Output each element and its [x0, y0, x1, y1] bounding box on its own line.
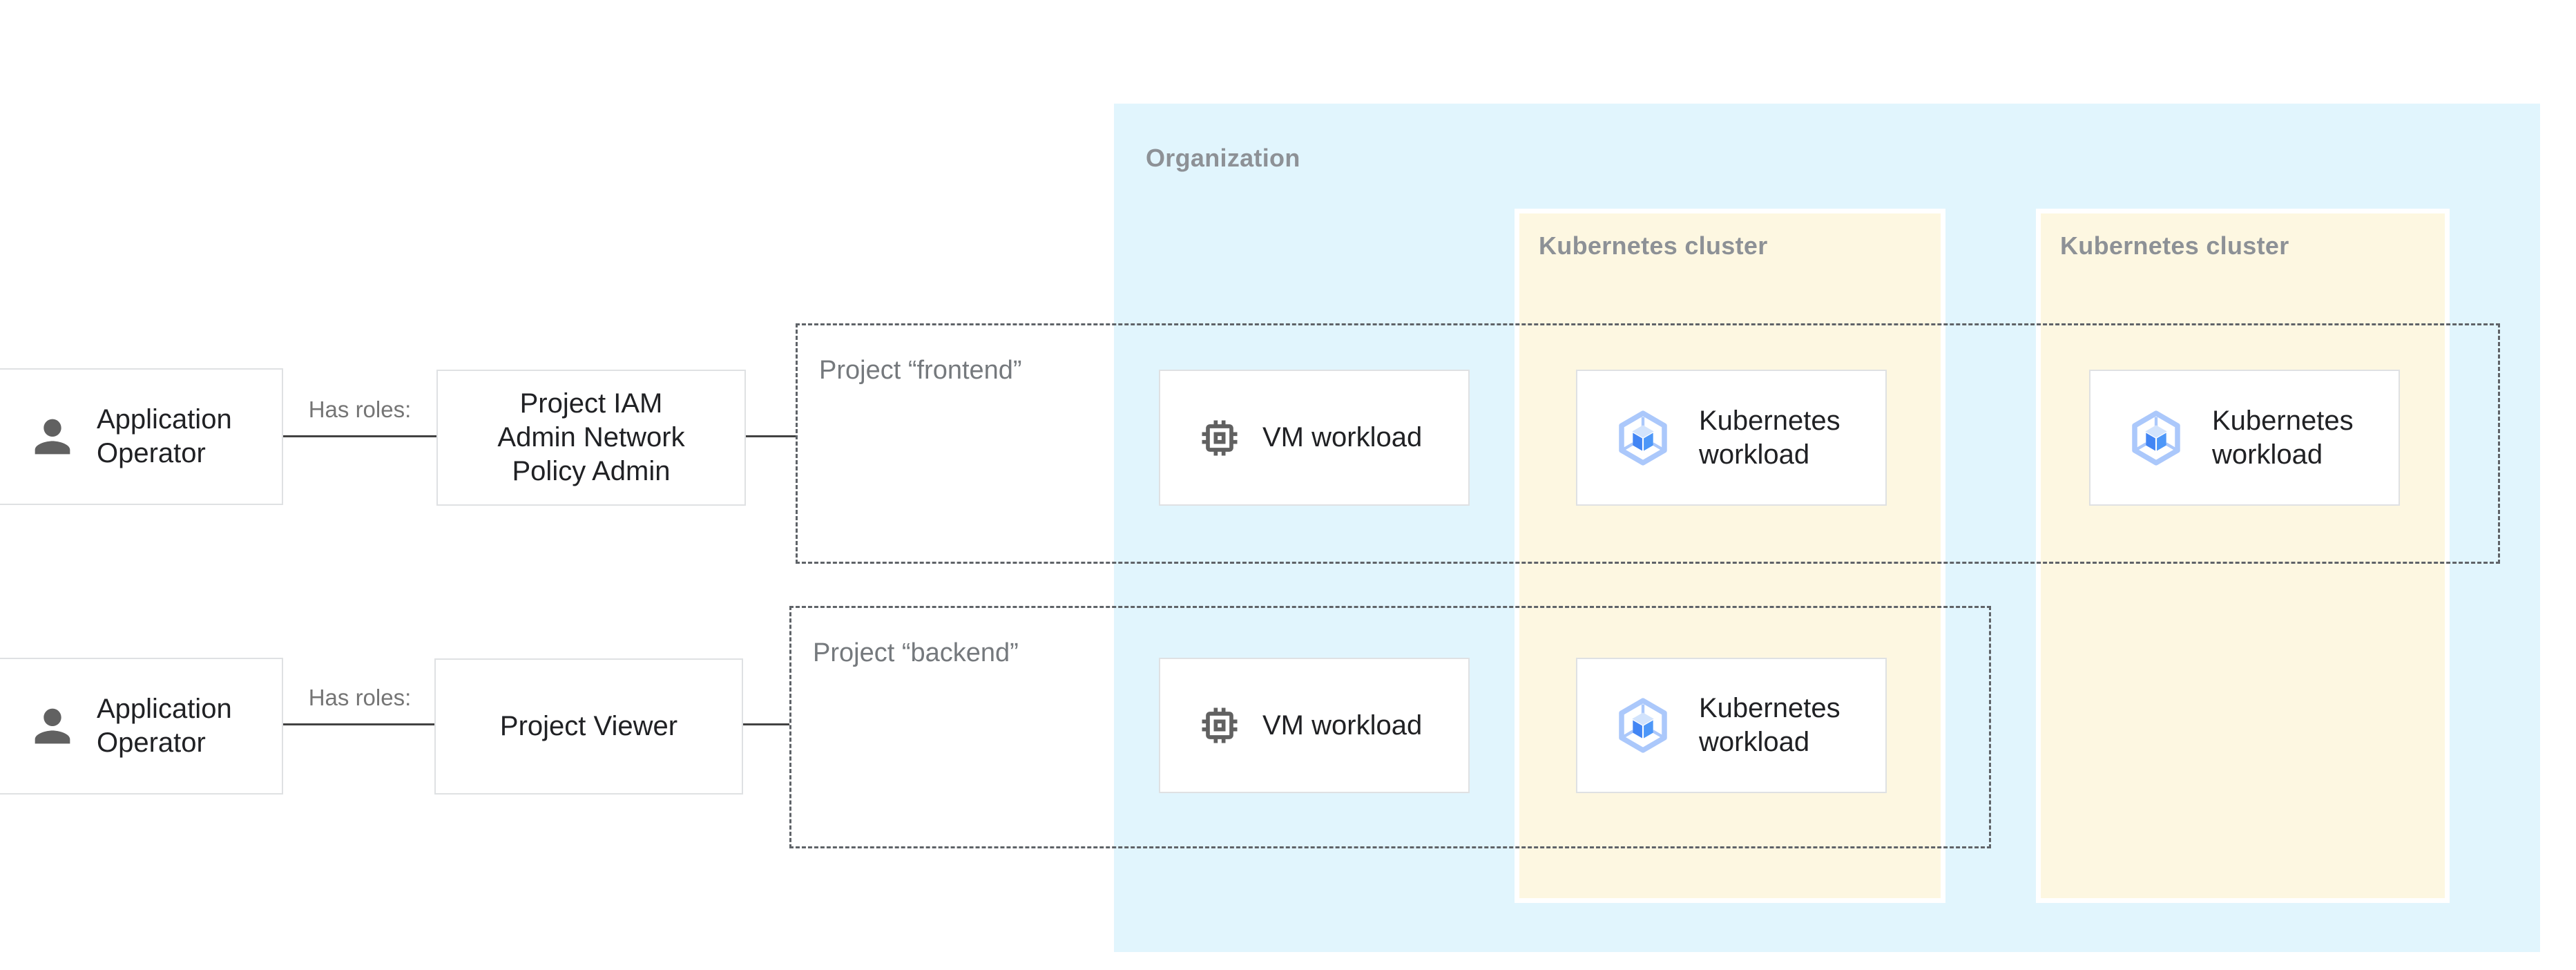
connector-actor2-to-role2	[283, 723, 434, 725]
kubernetes-cluster-2-label: Kubernetes cluster	[2060, 231, 2289, 260]
person-icon	[35, 708, 70, 744]
project-frontend-boundary: Project “frontend”	[796, 323, 2500, 564]
role-box-project-iam-admin: Project IAM Admin Network Policy Admin	[436, 370, 746, 506]
has-roles-label-row1: Has roles:	[308, 397, 412, 422]
vm-workload-box-backend: VM workload	[1159, 658, 1470, 793]
person-icon	[35, 419, 70, 455]
gke-workload-icon	[1619, 410, 1667, 466]
kubernetes-workload-box-frontend-cluster1: Kubernetes workload	[1576, 370, 1887, 506]
kubernetes-cluster-2-zone: Kubernetes cluster	[2036, 209, 2450, 903]
connector-role2-to-project-backend	[743, 723, 789, 725]
project-backend-label: Project “backend”	[813, 638, 1019, 667]
vm-workload-label: VM workload	[1262, 710, 1423, 741]
kubernetes-workload-box-frontend-cluster2: Kubernetes workload	[2089, 370, 2400, 506]
connector-actor1-to-role1	[283, 435, 436, 437]
application-operator-label: Application Operator	[97, 694, 232, 758]
organization-zone-label: Organization	[1146, 144, 1300, 172]
kubernetes-workload-label: Kubernetes workload	[1699, 405, 1840, 470]
kubernetes-workload-label: Kubernetes workload	[1699, 693, 1840, 757]
kubernetes-cluster-1-label: Kubernetes cluster	[1539, 231, 1768, 260]
project-backend-boundary: Project “backend”	[789, 606, 1991, 848]
vm-chip-icon	[1202, 707, 1238, 743]
application-operator-box-row2: Application Operator	[0, 658, 283, 795]
project-frontend-label: Project “frontend”	[819, 356, 1022, 385]
gke-workload-icon	[2132, 410, 2180, 466]
role-label: Project IAM Admin Network Policy Admin	[497, 388, 685, 486]
kubernetes-workload-box-backend-cluster1: Kubernetes workload	[1576, 658, 1887, 793]
gke-workload-icon	[1619, 698, 1667, 753]
vm-chip-icon	[1202, 420, 1238, 455]
kubernetes-workload-label: Kubernetes workload	[2212, 405, 2354, 470]
vm-workload-label: VM workload	[1262, 422, 1423, 453]
has-roles-label-row2: Has roles:	[308, 685, 412, 710]
application-operator-label: Application Operator	[97, 404, 232, 468]
vm-workload-box-frontend: VM workload	[1159, 370, 1470, 506]
role-label: Project Viewer	[499, 711, 678, 742]
connector-role1-to-project-frontend	[746, 435, 796, 437]
role-box-project-viewer: Project Viewer	[434, 658, 743, 795]
application-operator-box-row1: Application Operator	[0, 368, 283, 505]
